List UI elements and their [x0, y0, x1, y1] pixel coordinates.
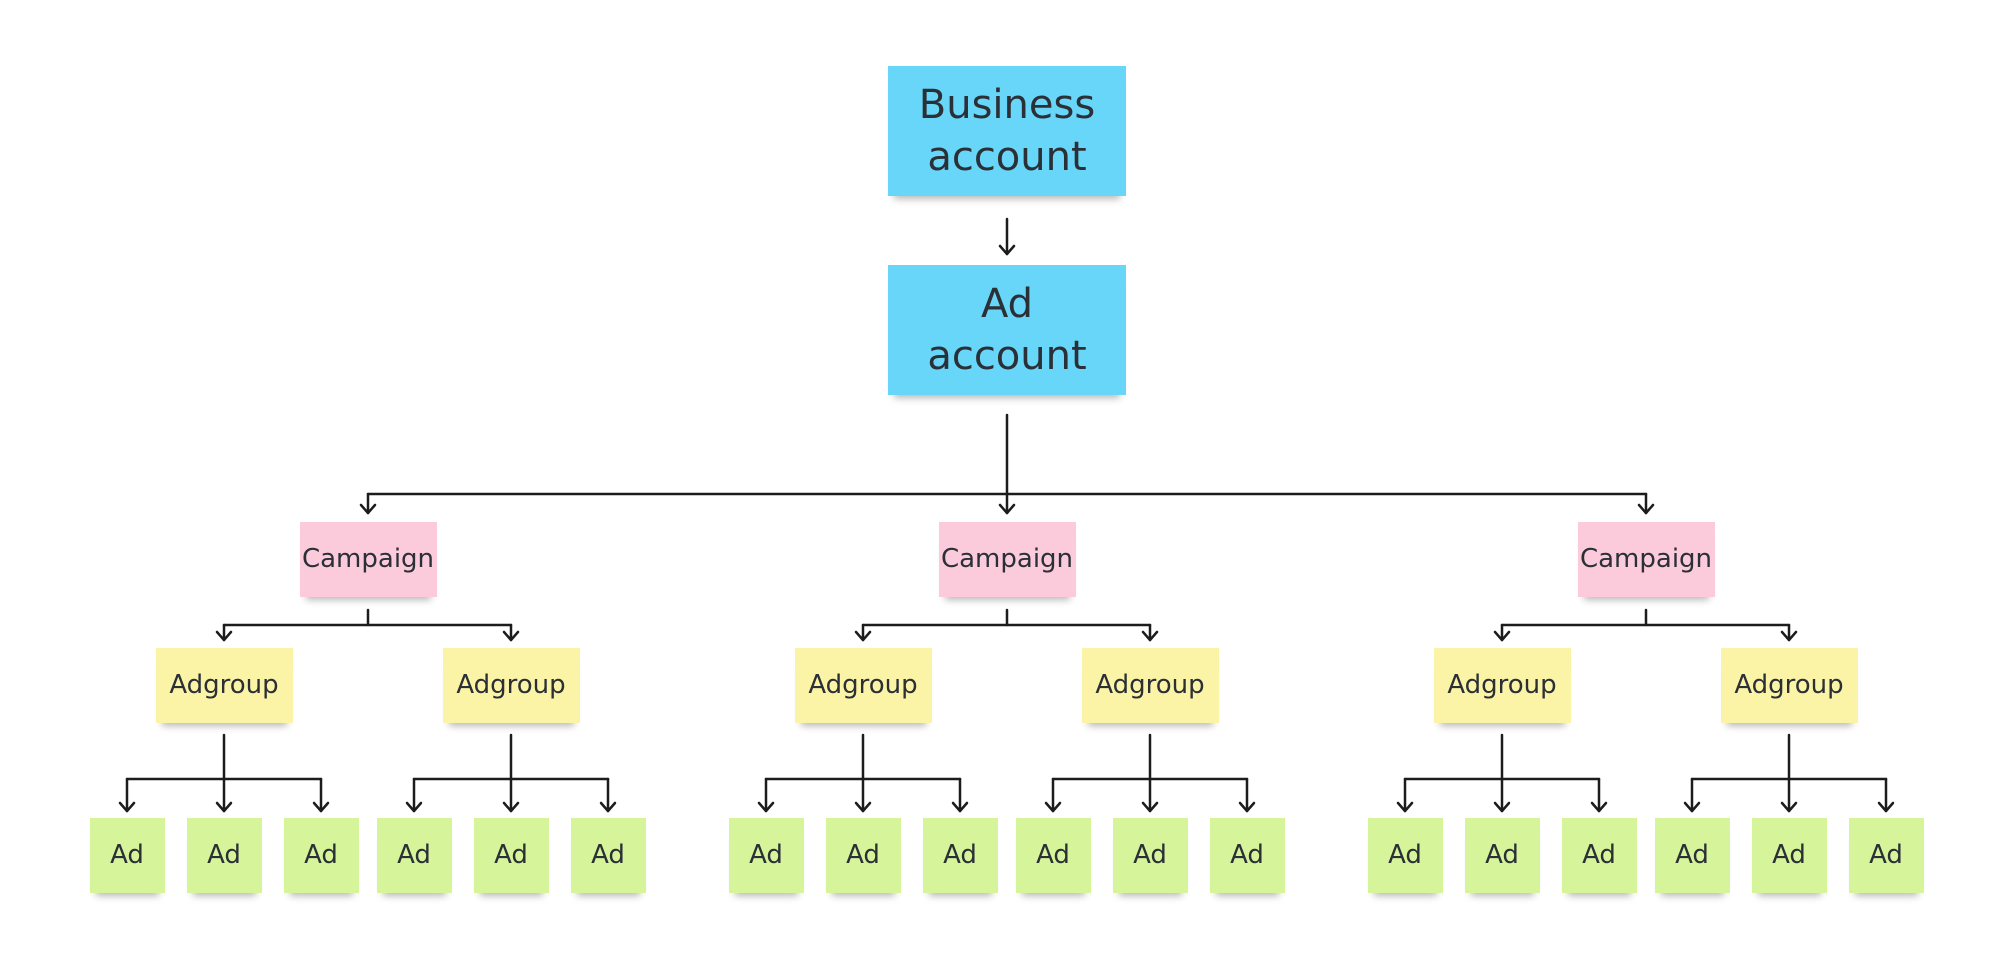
ad-node[interactable]: Ad: [186, 818, 262, 893]
adgroup-node[interactable]: Adgroup: [794, 648, 932, 723]
arrow-head: [502, 801, 520, 813]
campaign-node-label: Campaign: [301, 543, 435, 574]
arrow-head: [1683, 801, 1701, 813]
ad-node[interactable]: Ad: [1654, 818, 1730, 893]
adgroup-node[interactable]: Adgroup: [1720, 648, 1858, 723]
adgroup-node[interactable]: Adgroup: [1433, 648, 1571, 723]
ad-node-label: Ad: [1133, 839, 1167, 870]
adgroup-node[interactable]: Adgroup: [442, 648, 580, 723]
ad-node-label: Ad: [207, 839, 241, 870]
business-account-node[interactable]: Business account: [888, 66, 1126, 196]
arrow-head: [998, 503, 1016, 515]
ad-node-label: Ad: [591, 839, 625, 870]
campaign-node-label: Campaign: [1579, 543, 1713, 574]
ad-node-label: Ad: [1582, 839, 1616, 870]
business-account-label: Business account: [918, 82, 1096, 180]
campaign-node[interactable]: Campaign: [938, 522, 1076, 597]
ad-node-label: Ad: [846, 839, 880, 870]
arrow-head: [951, 801, 969, 813]
ad-node-label: Ad: [1675, 839, 1709, 870]
ad-node-label: Ad: [304, 839, 338, 870]
ad-node-label: Ad: [1485, 839, 1519, 870]
adgroup-node[interactable]: Adgroup: [155, 648, 293, 723]
ad-node-label: Ad: [397, 839, 431, 870]
adgroup-node-label: Adgroup: [456, 669, 566, 700]
ad-node-label: Ad: [494, 839, 528, 870]
ad-node[interactable]: Ad: [1015, 818, 1091, 893]
ad-node[interactable]: Ad: [825, 818, 901, 893]
arrow-head: [405, 801, 423, 813]
adgroup-node-label: Adgroup: [1734, 669, 1844, 700]
ad-node[interactable]: Ad: [570, 818, 646, 893]
ad-node[interactable]: Ad: [283, 818, 359, 893]
ad-node-label: Ad: [1869, 839, 1903, 870]
ad-node[interactable]: Ad: [473, 818, 549, 893]
arrow-head: [1590, 801, 1608, 813]
ad-node-label: Ad: [943, 839, 977, 870]
adgroup-node-label: Adgroup: [1447, 669, 1557, 700]
arrow-head: [1780, 630, 1798, 642]
ad-node-label: Ad: [1772, 839, 1806, 870]
ad-node[interactable]: Ad: [376, 818, 452, 893]
ad-account-node[interactable]: Ad account: [888, 265, 1126, 395]
arrow-head: [1238, 801, 1256, 813]
ad-node-label: Ad: [749, 839, 783, 870]
arrow-head: [1141, 801, 1159, 813]
arrow-head: [1141, 630, 1159, 642]
campaign-node[interactable]: Campaign: [299, 522, 437, 597]
arrow-head: [1044, 801, 1062, 813]
arrow-head: [998, 244, 1016, 256]
arrow-head: [1637, 503, 1655, 515]
ad-node[interactable]: Ad: [922, 818, 998, 893]
ad-node[interactable]: Ad: [1751, 818, 1827, 893]
ad-node[interactable]: Ad: [728, 818, 804, 893]
arrow-head: [757, 801, 775, 813]
ad-node[interactable]: Ad: [1848, 818, 1924, 893]
arrow-head: [854, 801, 872, 813]
ad-node[interactable]: Ad: [1112, 818, 1188, 893]
ad-node[interactable]: Ad: [1367, 818, 1443, 893]
arrow-head: [1780, 801, 1798, 813]
adgroup-node-label: Adgroup: [808, 669, 918, 700]
arrow-head: [118, 801, 136, 813]
ad-node-label: Ad: [110, 839, 144, 870]
arrow-head: [502, 630, 520, 642]
arrow-head: [599, 801, 617, 813]
arrow-head: [1493, 801, 1511, 813]
arrow-head: [1396, 801, 1414, 813]
arrow-head: [359, 503, 377, 515]
ad-node-label: Ad: [1388, 839, 1422, 870]
adgroup-node-label: Adgroup: [1095, 669, 1205, 700]
ad-node-label: Ad: [1036, 839, 1070, 870]
campaign-node-label: Campaign: [940, 543, 1074, 574]
campaign-node[interactable]: Campaign: [1577, 522, 1715, 597]
arrow-head: [1877, 801, 1895, 813]
arrow-head: [215, 630, 233, 642]
ad-node[interactable]: Ad: [1464, 818, 1540, 893]
ad-node[interactable]: Ad: [1561, 818, 1637, 893]
ad-node-label: Ad: [1230, 839, 1264, 870]
ad-node[interactable]: Ad: [89, 818, 165, 893]
arrow-head: [215, 801, 233, 813]
arrow-head: [854, 630, 872, 642]
arrow-head: [1493, 630, 1511, 642]
adgroup-node[interactable]: Adgroup: [1081, 648, 1219, 723]
arrow-head: [312, 801, 330, 813]
adgroup-node-label: Adgroup: [169, 669, 279, 700]
ad-node[interactable]: Ad: [1209, 818, 1285, 893]
ad-account-label: Ad account: [927, 281, 1087, 379]
